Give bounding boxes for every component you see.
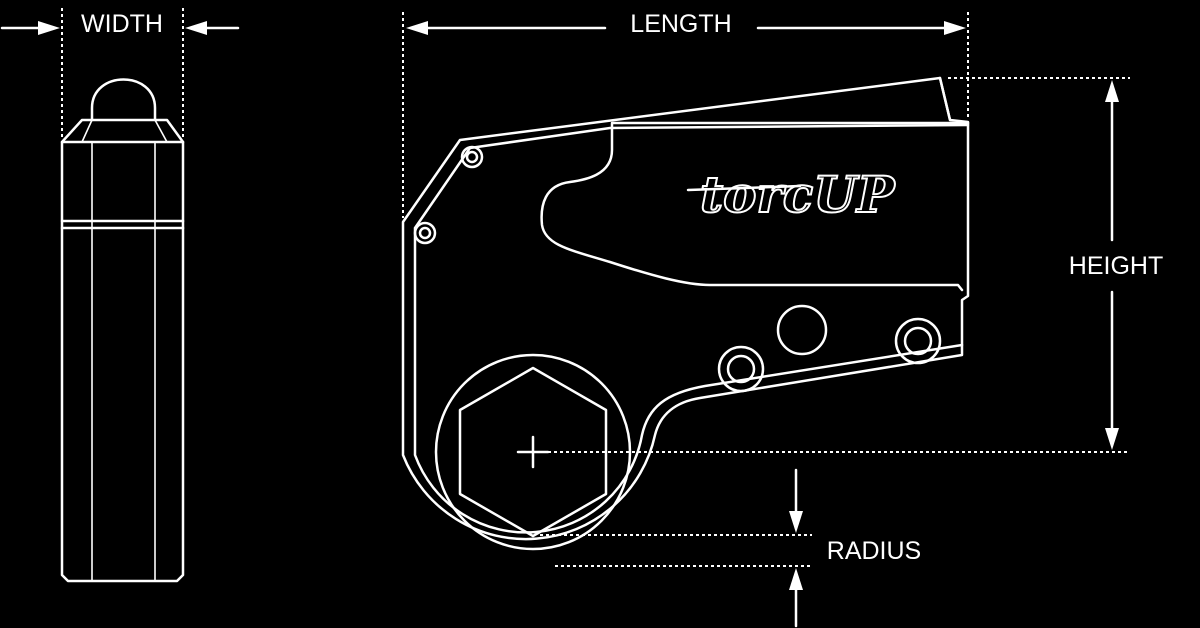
hex-socket: [458, 366, 608, 538]
width-label: WIDTH: [81, 10, 163, 38]
length-arrow-right-head: [944, 21, 966, 35]
radius-arrow-top-head: [789, 511, 803, 533]
logo-wordmark: torcUP: [700, 165, 896, 224]
radius-label: RADIUS: [827, 537, 921, 565]
pin-left-outer: [413, 221, 437, 245]
cassette-cavity: [540, 122, 964, 292]
width-arrow-left-head: [38, 21, 60, 35]
logo-swoosh: [686, 184, 802, 192]
side-view-chamfer-left: [81, 119, 93, 143]
length-dimension: LENGTH: [402, 10, 969, 218]
height-arrow-top-head: [1105, 80, 1119, 102]
cassette-view: torcUP: [401, 76, 970, 551]
height-label: HEIGHT: [1069, 252, 1163, 280]
radius-arrow-bottom-head: [789, 568, 803, 590]
hole-right-outer: [894, 317, 942, 365]
socket-ring: [434, 353, 632, 551]
pin-top-inner: [465, 150, 479, 164]
hole-left-outer: [717, 345, 765, 393]
hole-center-large: [776, 304, 828, 356]
side-view-knob: [90, 78, 157, 122]
radius-dimension: RADIUS: [540, 468, 921, 628]
width-arrow-right-head: [185, 21, 207, 35]
cassette-outer-outline: [401, 76, 970, 541]
pin-left-inner: [418, 226, 432, 240]
side-view: [60, 78, 185, 583]
height-dimension: HEIGHT: [548, 77, 1163, 453]
hole-right-inner: [903, 326, 933, 356]
hole-left-inner: [726, 354, 756, 384]
pin-top-outer: [460, 145, 484, 169]
side-view-chamfer-right: [154, 119, 168, 143]
height-arrow-bottom-head: [1105, 428, 1119, 450]
side-view-body: [60, 118, 185, 583]
width-dimension: WIDTH: [0, 8, 240, 140]
cassette-top-wedge: [938, 76, 952, 122]
length-label: LENGTH: [630, 10, 731, 38]
length-arrow-left-head: [406, 21, 428, 35]
cassette-inner-outline: [413, 123, 970, 534]
